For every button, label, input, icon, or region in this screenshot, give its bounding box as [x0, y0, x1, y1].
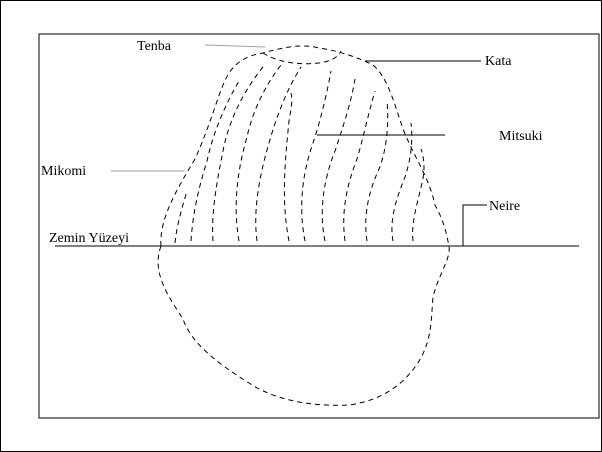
crown-outline [160, 45, 450, 247]
neire-leader [462, 204, 487, 246]
label-kata: Kata [485, 54, 512, 69]
label-neire: Neire [489, 199, 520, 214]
root-ball-outline [157, 245, 450, 406]
label-tenba: Tenba [137, 39, 172, 54]
label-mikomi: Mikomi [41, 164, 86, 179]
figure-frame [38, 33, 600, 419]
label-mitsuki: Mitsuki [499, 129, 543, 144]
crown-top-arc [262, 50, 342, 65]
crown-strands [174, 64, 425, 244]
label-zemin-yuzeyi: Zemin Yüzeyi [49, 231, 129, 246]
tenba-leader [204, 44, 266, 48]
